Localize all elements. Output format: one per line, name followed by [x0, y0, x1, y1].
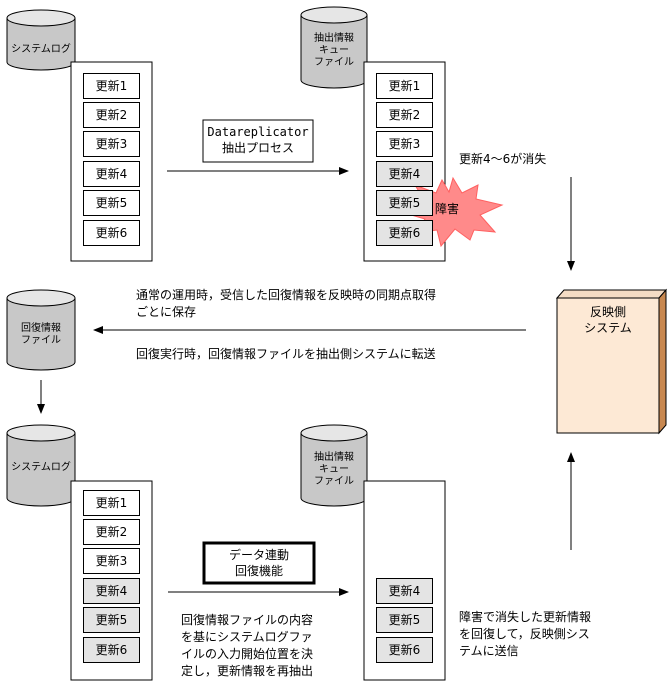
queue-top-update-1: 更新1: [376, 73, 433, 99]
reextract-line3: イルの入力開始位置を決: [181, 647, 314, 661]
reflect-system-line2: システム: [584, 321, 632, 335]
syslog-bottom-update-5: 更新5: [83, 607, 140, 633]
failure-label: 障害: [435, 202, 460, 216]
queue-bottom-cylinder-shape: [300, 424, 368, 507]
syslog-bottom-cylinder-shape: [6, 424, 76, 507]
process-bottom-label: データ連動 回復機能: [204, 547, 314, 579]
syslog-bottom-update-2: 更新2: [83, 519, 140, 545]
syslog-top-update-2: 更新2: [83, 102, 140, 128]
queue-bottom-label: 抽出情報 キュー ファイル: [301, 452, 367, 488]
queue-bottom-update-5: 更新5: [376, 607, 433, 633]
syslog-top-update-5: 更新5: [83, 190, 140, 216]
process-bottom-box: [202, 541, 316, 585]
queue-top-label-line3: ファイル: [314, 57, 354, 68]
process-bottom-line2: 回復機能: [234, 564, 283, 578]
queue-top-update-6: 更新6: [376, 220, 433, 246]
lost-updates-label: 更新4～6が消失: [459, 152, 547, 166]
syslog-top-cylinder-shape: [6, 9, 76, 71]
process-top-line2: 抽出プロセス: [221, 141, 294, 155]
syslog-top-update-6: 更新6: [83, 220, 140, 246]
recovery-execution-text: 回復実行時，回復情報ファイルを抽出側システムに転送: [136, 347, 436, 361]
queue-bottom-label-line3: ファイル: [314, 476, 354, 487]
queue-top-cylinder-shape: [300, 6, 368, 89]
recovery-label-line2: ファイル: [21, 335, 61, 346]
reflect-system-label: 反映側 システム: [557, 304, 659, 336]
process-top-label: Datareplicator 抽出プロセス: [203, 124, 313, 156]
queue-bottom-label-line1: 抽出情報: [314, 452, 354, 463]
normal-operation-text: 通常の運用時，受信した回復情報を反映時の同期点取得 ごとに保存: [136, 287, 436, 321]
queue-top-label-line1: 抽出情報: [314, 33, 354, 44]
queue-top-label: 抽出情報 キュー ファイル: [301, 33, 367, 69]
queue-top-label-line2: キュー: [319, 45, 349, 56]
recovery-cylinder-shape: [6, 289, 76, 371]
recovery-label-line1: 回復情報: [21, 323, 61, 334]
resend-line2: を回復して，反映側シス: [459, 627, 590, 641]
queue-bottom-label-line2: キュー: [319, 464, 349, 475]
syslog-top-update-3: 更新3: [83, 131, 140, 157]
reextract-line2: を基にシステムログファ: [181, 630, 313, 644]
syslog-bottom-update-3: 更新3: [83, 548, 140, 574]
syslog-top-update-4: 更新4: [83, 161, 140, 187]
process-top-box: [202, 119, 314, 163]
recovery-label: 回復情報 ファイル: [8, 323, 74, 347]
process-bottom-line1: データ連動: [228, 548, 289, 562]
normal-text-line2: ごとに保存: [136, 305, 197, 319]
resend-line1: 障害で消失した更新情報: [459, 610, 592, 624]
process-top-line1: Datareplicator: [207, 125, 309, 139]
syslog-bottom-update-6: 更新6: [83, 637, 140, 663]
reextract-line1: 回復情報ファイルの内容: [181, 613, 314, 627]
syslog-top-update-1: 更新1: [83, 73, 140, 99]
reextract-line4: 定し，更新情報を再抽出: [181, 664, 314, 678]
normal-text-line1: 通常の運用時，受信した回復情報を反映時の同期点取得: [136, 288, 437, 302]
queue-top-update-5: 更新5: [376, 190, 433, 216]
resend-line3: テムに送信: [459, 644, 519, 658]
queue-top-update-4: 更新4: [376, 161, 433, 187]
queue-top-update-3: 更新3: [376, 131, 433, 157]
reflect-system-box: [555, 288, 668, 435]
queue-bottom-update-6: 更新6: [376, 637, 433, 663]
queue-top-update-2: 更新2: [376, 102, 433, 128]
resend-text: 障害で消失した更新情報 を回復して，反映側シス テムに送信: [459, 609, 591, 660]
syslog-bottom-update-1: 更新1: [83, 490, 140, 516]
reextract-text: 回復情報ファイルの内容 を基にシステムログファ イルの入力開始位置を決 定し，更…: [181, 612, 313, 680]
syslog-top-label: システムログ: [11, 44, 71, 55]
syslog-bottom-label: システムログ: [11, 462, 71, 473]
queue-bottom-update-4: 更新4: [376, 578, 433, 604]
reflect-system-line1: 反映側: [589, 305, 626, 319]
syslog-bottom-update-4: 更新4: [83, 578, 140, 604]
